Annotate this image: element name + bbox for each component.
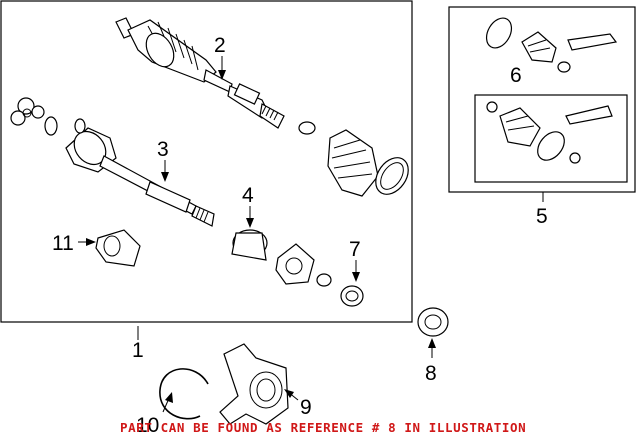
retaining-ring[interactable] [316,273,332,287]
callout-7: 7 [349,238,361,261]
bearing-bracket[interactable] [275,243,315,285]
boot-kit-frame [448,6,636,193]
callout-4: 4 [242,184,254,207]
seal-part-8[interactable] [417,307,449,337]
callout-9: 9 [300,396,312,419]
small-ring[interactable] [74,118,86,134]
kit-outer-parts[interactable] [481,14,618,73]
callout-8: 8 [425,362,437,385]
callout-1: 1 [132,339,144,362]
kit-inner-parts[interactable] [486,101,613,165]
callout-6: 6 [510,64,522,87]
snap-ring-part-10[interactable] [159,368,209,420]
callout-5: 5 [536,205,548,228]
seal-part-7[interactable] [340,285,364,307]
callout-2: 2 [214,34,226,57]
upper-axle-shaft[interactable] [115,17,285,129]
snap-ring[interactable] [44,116,58,136]
dynamic-damper[interactable] [95,229,141,267]
callout-11: 11 [52,232,74,255]
main-assembly-frame [0,0,413,323]
steering-knuckle[interactable] [219,343,289,425]
center-bearing[interactable] [231,229,268,261]
tripod-joint[interactable] [10,97,45,126]
intermediate-shaft[interactable] [65,125,215,227]
callout-3: 3 [157,138,169,161]
leader-lines [78,56,544,413]
outer-boot[interactable] [298,121,415,200]
callout-10: 10 [136,414,159,437]
joint-kit-frame [474,94,628,183]
reference-note: PART CAN BE FOUND AS REFERENCE # 8 IN IL… [120,420,526,435]
